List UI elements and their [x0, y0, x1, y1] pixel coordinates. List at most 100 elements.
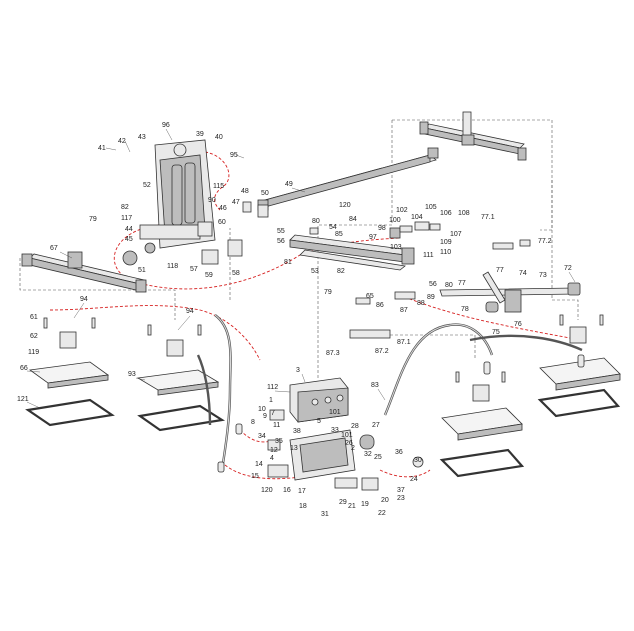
callout-label: 51	[138, 267, 146, 274]
callout-label: 80	[312, 218, 320, 225]
callout-label: 36	[395, 449, 403, 456]
callout-label: 27	[372, 422, 380, 429]
callout-label: 1	[269, 397, 273, 404]
callout-label: 9	[263, 413, 267, 420]
callout-label: 17	[298, 488, 306, 495]
callout-label: 115	[213, 183, 224, 190]
callout-label: 57	[190, 266, 198, 273]
callout-label: 14	[255, 461, 263, 468]
right-tube-78	[439, 271, 581, 313]
callout-label: 88	[417, 300, 425, 307]
callout-label: 12	[270, 447, 278, 454]
callout-label: 66	[20, 365, 28, 372]
callout-label: 52	[143, 182, 151, 189]
callout-label: 29	[339, 499, 347, 506]
callout-label: 87.3	[326, 350, 340, 357]
callout-label: 101	[341, 432, 353, 439]
callout-label: 58	[232, 270, 240, 277]
callout-label: 120	[261, 487, 273, 494]
vacuum-pad-left	[25, 331, 115, 427]
callout-label: 60	[218, 219, 226, 226]
callout-label: 117	[121, 215, 132, 222]
callout-label: 53	[311, 268, 319, 275]
callout-label: 38	[293, 428, 301, 435]
callout-label: 89	[427, 294, 435, 301]
callout-label: 79	[89, 216, 97, 223]
callout-label: 77	[496, 267, 504, 274]
callout-label: 2	[351, 445, 355, 452]
callout-label: 8	[251, 419, 255, 426]
callout-label: 105	[425, 204, 437, 211]
callout-label: 5	[317, 418, 321, 425]
fittings-cluster	[309, 221, 531, 339]
callout-label: 101	[329, 409, 341, 416]
callout-label: 102	[396, 207, 408, 214]
vacuum-pad-center-right	[439, 384, 525, 478]
callout-label: 110	[440, 249, 451, 256]
callout-label: 42	[118, 138, 126, 145]
callout-label: 87.2	[375, 348, 389, 355]
callout-label: 83	[371, 382, 379, 389]
callout-label: 62	[30, 333, 38, 340]
callout-label: 16	[283, 487, 291, 494]
callout-label: 80	[445, 282, 453, 289]
callout-label: 90	[208, 197, 216, 204]
callout-label: 119	[28, 349, 39, 356]
callout-label: 25	[374, 454, 382, 461]
callout-label: 121	[17, 396, 29, 403]
left-crossbar-67	[21, 251, 147, 293]
callout-label: 18	[299, 503, 307, 510]
callout-label: 28	[351, 423, 359, 430]
callout-label: 20	[381, 497, 389, 504]
callout-label: 94	[186, 308, 194, 315]
center-frame-bar	[289, 234, 415, 271]
callout-label: 59	[205, 272, 213, 279]
callout-label: 85	[335, 231, 343, 238]
callout-label: 10	[258, 406, 266, 413]
callout-label: 23	[397, 495, 405, 502]
callout-label: 78	[461, 306, 469, 313]
callout-label: 32	[364, 451, 372, 458]
callout-label: 45	[125, 236, 133, 243]
callout-label: 55	[277, 228, 285, 235]
callout-label: 77.1	[481, 214, 495, 221]
callout-label: 73	[539, 272, 547, 279]
callout-label: 15	[251, 473, 259, 480]
callout-label: 21	[348, 503, 356, 510]
long-bar-49	[257, 147, 439, 211]
callout-label: 77	[458, 280, 466, 287]
callout-label: 106	[440, 210, 452, 217]
callout-label: 43	[138, 134, 146, 141]
callout-label: 120	[339, 202, 351, 209]
callout-label: 31	[321, 511, 329, 518]
callout-label: 24	[410, 476, 418, 483]
callout-label: 98	[378, 225, 386, 232]
callout-label: 22	[378, 510, 386, 517]
callout-label: 97	[369, 234, 377, 241]
callout-label: 86	[376, 302, 384, 309]
callout-label: 76	[514, 321, 522, 328]
callout-label: 7	[271, 410, 275, 417]
callout-label: 54	[329, 224, 337, 231]
vacuum-pad-center-left	[136, 339, 226, 432]
callout-label: 79	[324, 289, 332, 296]
callout-label: 82	[337, 268, 345, 275]
callout-label: 81	[284, 259, 292, 266]
callout-label: 65	[366, 293, 374, 300]
callout-label: 103	[390, 244, 402, 251]
callout-label: 48	[241, 188, 249, 195]
vacuum-pad-right	[537, 326, 621, 418]
callout-label: 56	[429, 281, 437, 288]
callout-label: 11	[273, 422, 280, 429]
callout-label: 109	[440, 239, 452, 246]
callout-label: 49	[285, 181, 293, 188]
callout-label: 95	[230, 152, 238, 159]
callout-label: 47	[232, 199, 240, 206]
callout-label: 40	[215, 134, 223, 141]
upper-right-crossbar	[419, 111, 527, 161]
callout-label: 107	[450, 231, 462, 238]
vacuum-hoses	[196, 314, 583, 471]
callout-label: 84	[349, 216, 357, 223]
callout-label: 30	[414, 457, 422, 464]
callout-label: 87	[400, 307, 408, 314]
